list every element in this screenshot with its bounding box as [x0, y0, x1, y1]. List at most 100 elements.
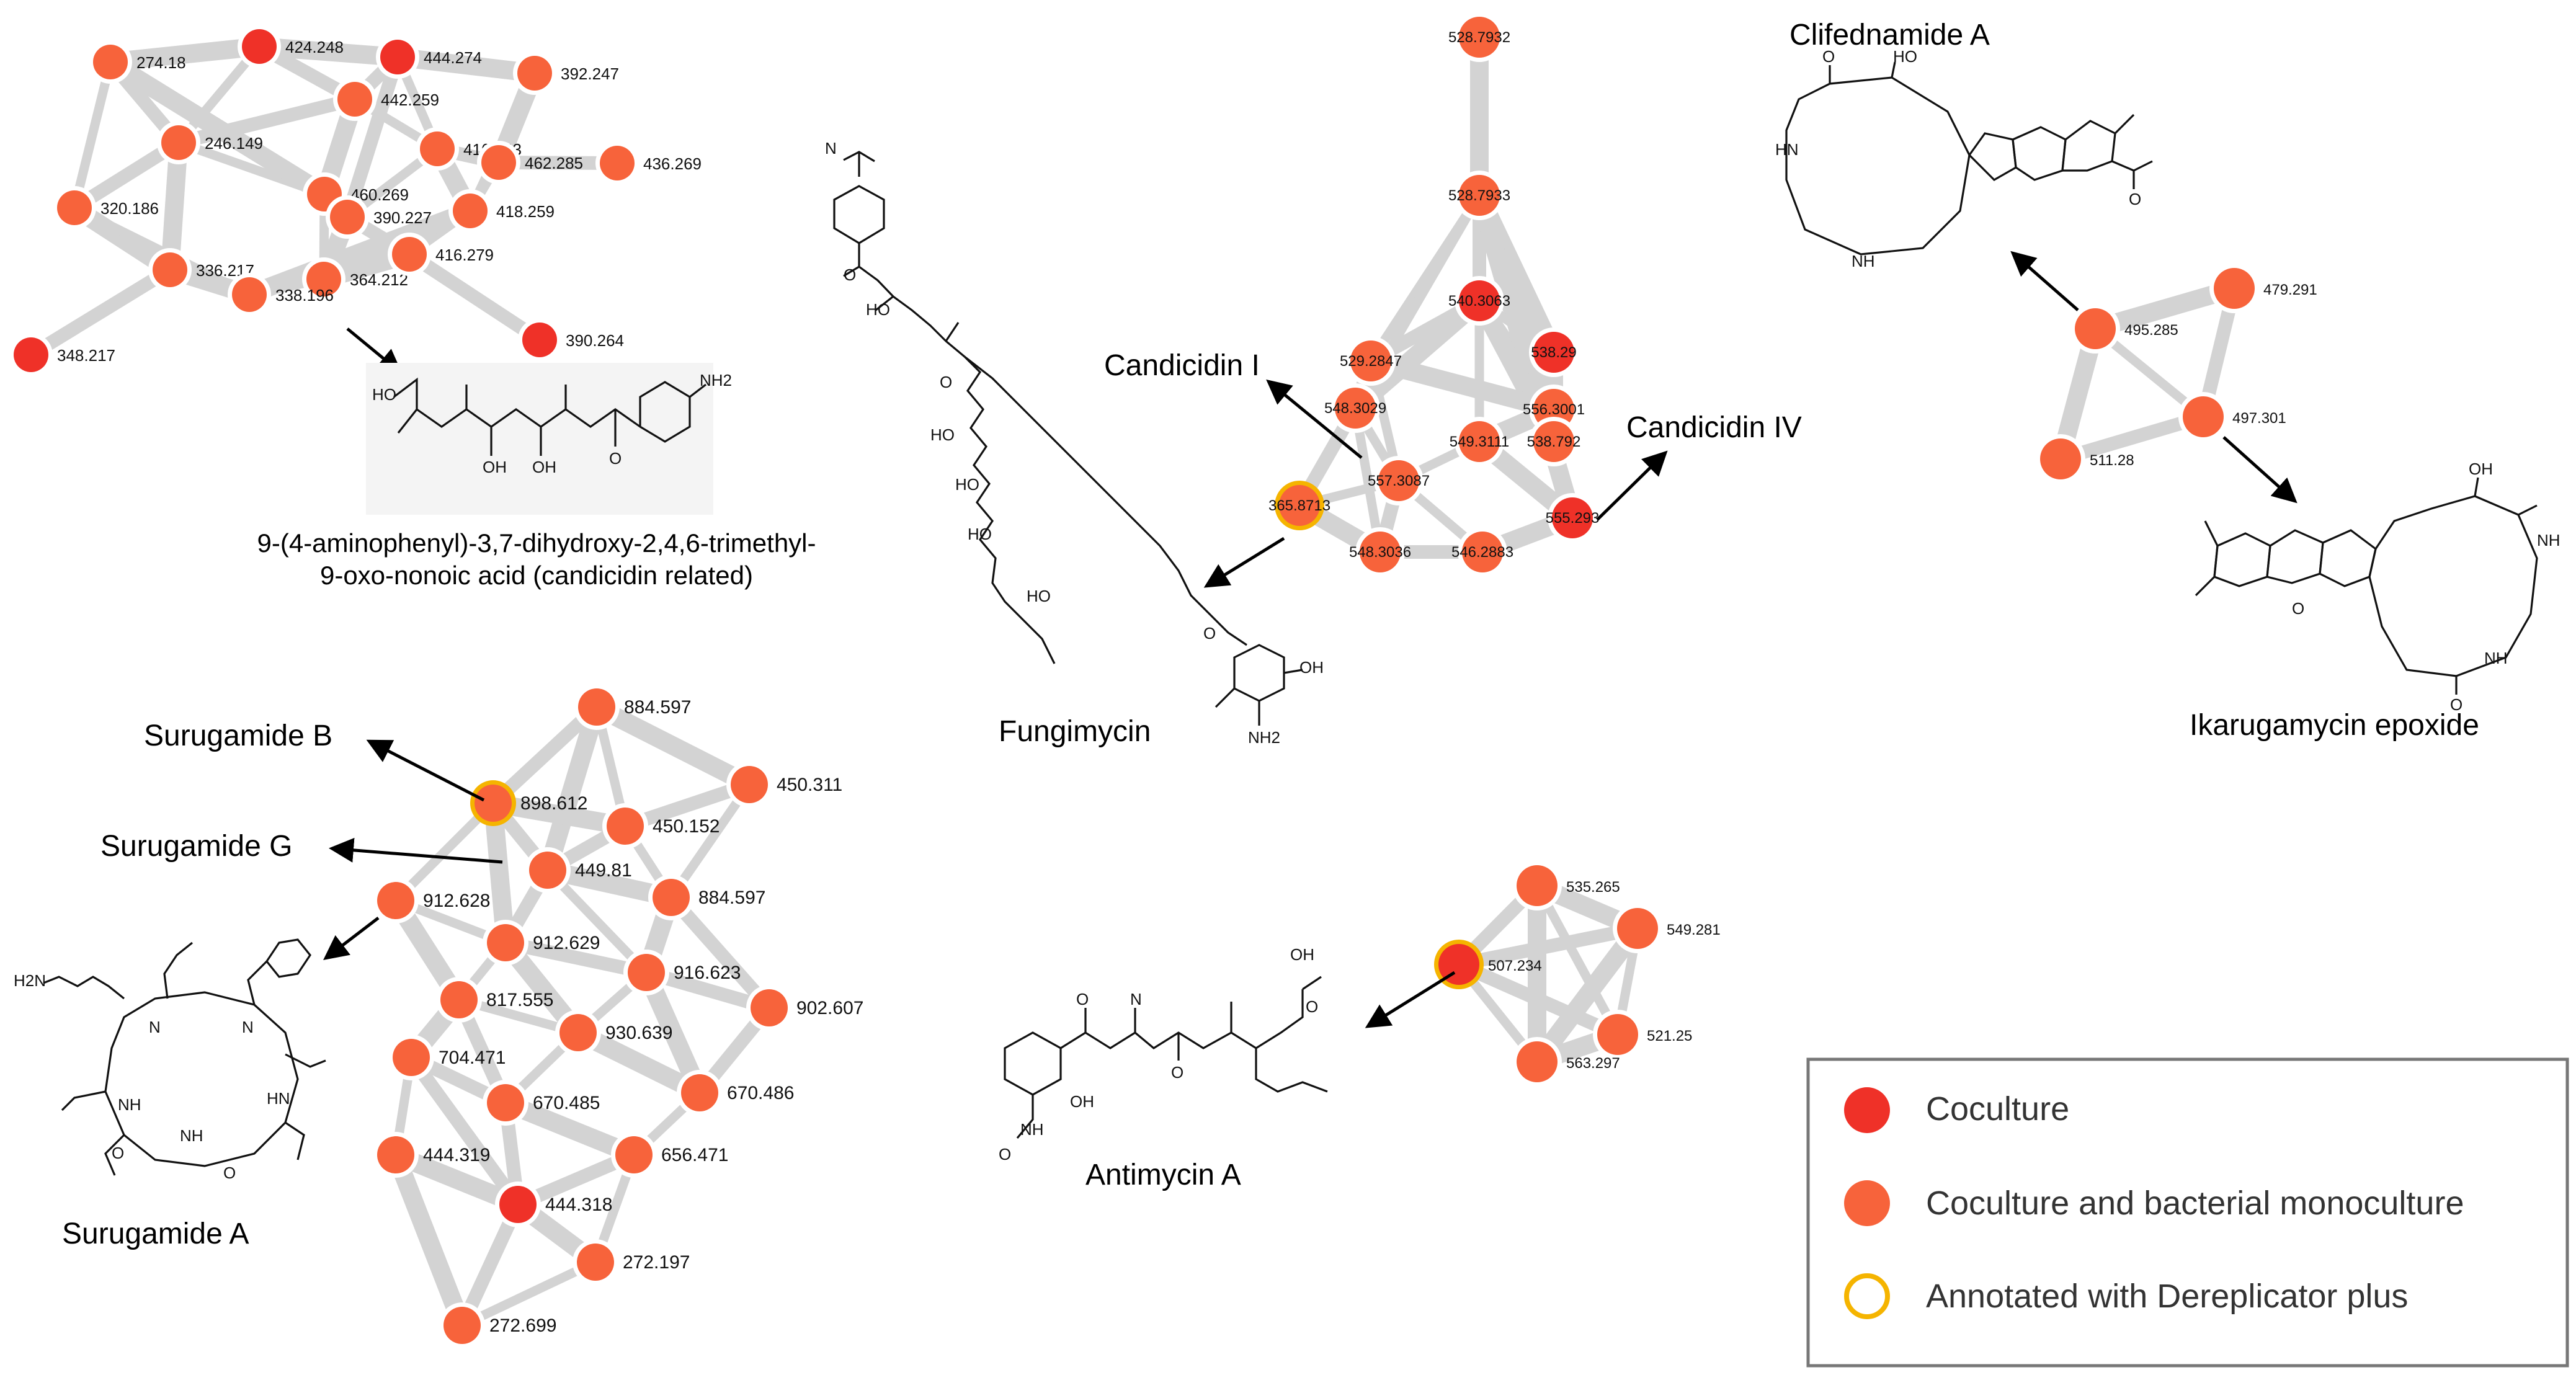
network-node[interactable]: 495.285: [2070, 304, 2178, 354]
network-node[interactable]: 912.629: [483, 920, 600, 966]
network-node[interactable]: 442.259: [333, 78, 439, 121]
node-mz-label: 444.318: [545, 1195, 612, 1215]
network-node[interactable]: 898.612: [470, 780, 587, 826]
node-mz-label: 528.7932: [1448, 29, 1510, 46]
network-node[interactable]: 462.285: [477, 141, 583, 184]
arrow-to-candicidin-iv: [1596, 450, 1668, 521]
network-node[interactable]: 246.149: [157, 121, 263, 164]
atom-label: HO: [866, 300, 890, 319]
network-node[interactable]: 540.3063: [1448, 276, 1510, 326]
network-node[interactable]: 497.301: [2178, 392, 2286, 442]
atom-label: O: [2129, 190, 2141, 208]
network-node[interactable]: 418.259: [448, 189, 555, 233]
network-node[interactable]: 704.471: [388, 1035, 506, 1080]
atom-label: NH: [1020, 1120, 1044, 1139]
network-node[interactable]: 320.186: [53, 186, 159, 229]
atom-label: NH2: [1248, 728, 1280, 747]
node-circle: [559, 1014, 597, 1051]
atom-label: OH: [1070, 1092, 1094, 1111]
node-circle: [607, 808, 644, 845]
node-circle: [475, 785, 512, 822]
network-node[interactable]: 535.265: [1512, 861, 1620, 910]
network-node[interactable]: 450.311: [726, 762, 842, 808]
node-mz-label: 529.2847: [1340, 353, 1402, 370]
node-circle: [1459, 421, 1500, 462]
network-node[interactable]: 930.639: [555, 1010, 672, 1056]
network-node[interactable]: 538.29: [1529, 327, 1579, 377]
network-edge: [496, 1093, 643, 1164]
network-node[interactable]: 390.227: [326, 195, 432, 239]
network-node[interactable]: 338.196: [228, 273, 334, 316]
node-circle: [600, 146, 635, 180]
network-node[interactable]: 546.2883: [1451, 527, 1513, 577]
network-node[interactable]: 274.18: [89, 40, 186, 84]
node-circle: [481, 145, 516, 180]
network-node[interactable]: 511.28: [2036, 434, 2134, 484]
node-mz-label: 540.3063: [1448, 293, 1510, 309]
network-node[interactable]: 444.274: [376, 35, 482, 79]
network-node[interactable]: 424.248: [238, 25, 344, 68]
network-node[interactable]: 521.25: [1593, 1010, 1692, 1059]
network-node[interactable]: 817.555: [436, 977, 553, 1023]
network-node[interactable]: 436.269: [595, 141, 702, 185]
node-mz-label: 390.264: [566, 331, 624, 350]
network-edge: [403, 247, 546, 347]
node-mz-label: 449.81: [575, 860, 632, 881]
network-node[interactable]: 272.699: [439, 1302, 556, 1348]
node-circle: [2075, 308, 2116, 349]
network-node[interactable]: 884.597: [574, 684, 691, 730]
node-circle: [393, 1039, 430, 1076]
atom-label: OH: [2469, 460, 2493, 478]
network-node[interactable]: 548.3036: [1349, 527, 1411, 577]
network-node[interactable]: 884.597: [648, 874, 765, 920]
atom-label: O: [1171, 1063, 1183, 1082]
network-node[interactable]: 450.152: [602, 803, 720, 849]
network-edge: [172, 92, 362, 149]
network-node[interactable]: 416.279: [388, 233, 494, 276]
network-node[interactable]: 365.8713: [1268, 481, 1330, 530]
network-node[interactable]: 392.247: [513, 51, 619, 95]
network-node[interactable]: 916.623: [623, 950, 741, 995]
network-node[interactable]: 479.291: [2209, 264, 2317, 313]
network-node[interactable]: 670.485: [483, 1080, 600, 1126]
legend: Coculture Coculture and bacterial monocu…: [1806, 1057, 2569, 1368]
network-node[interactable]: 548.3029: [1324, 383, 1386, 433]
atom-label: HO: [930, 425, 955, 444]
network-node[interactable]: 348.217: [9, 333, 115, 376]
atom-label: NH2: [700, 371, 732, 389]
node-circle: [242, 29, 277, 64]
network-node[interactable]: 656.471: [611, 1132, 728, 1178]
network-node[interactable]: 902.607: [746, 985, 863, 1031]
node-mz-label: 555.293: [1546, 510, 1600, 527]
network-node[interactable]: 528.7932: [1448, 12, 1510, 62]
network-node[interactable]: 460.269: [303, 172, 409, 216]
network-node[interactable]: 529.2847: [1340, 336, 1402, 386]
network-node[interactable]: 272.197: [573, 1239, 690, 1285]
atom-label: NH: [180, 1126, 203, 1145]
node-mz-label: 563.297: [1566, 1055, 1620, 1072]
candicidin-iv-label: Candicidin IV: [1626, 411, 1802, 444]
network-node[interactable]: 563.297: [1512, 1037, 1620, 1087]
node-mz-label: 274.18: [136, 53, 186, 72]
legend-swatch-coculture-monoculture: [1844, 1180, 1890, 1226]
network-node[interactable]: 449.81: [525, 847, 632, 893]
candicidin-i-label: Candicidin I: [1104, 349, 1260, 382]
network-edge: [538, 698, 606, 879]
network-node[interactable]: 364.212: [302, 257, 408, 301]
node-circle: [1378, 460, 1419, 501]
network-node[interactable]: 390.264: [518, 318, 624, 362]
atom-label: HO: [1893, 47, 1917, 66]
network-edge: [101, 53, 334, 203]
node-mz-label: 884.597: [698, 888, 765, 908]
network-node[interactable]: 557.3087: [1368, 456, 1430, 505]
network-node[interactable]: 549.281: [1613, 904, 1721, 953]
network-node[interactable]: 538.792: [1527, 417, 1581, 466]
network-node[interactable]: 912.628: [373, 878, 490, 923]
network-node[interactable]: 528.7933: [1448, 171, 1510, 220]
node-mz-label: 497.301: [2232, 410, 2286, 427]
network-node[interactable]: 444.319: [373, 1132, 490, 1178]
network-node[interactable]: 555.293: [1546, 493, 1600, 543]
network-node[interactable]: 670.486: [677, 1070, 794, 1116]
network-node[interactable]: 549.3111: [1450, 417, 1510, 466]
network-node[interactable]: 444.318: [495, 1181, 612, 1227]
